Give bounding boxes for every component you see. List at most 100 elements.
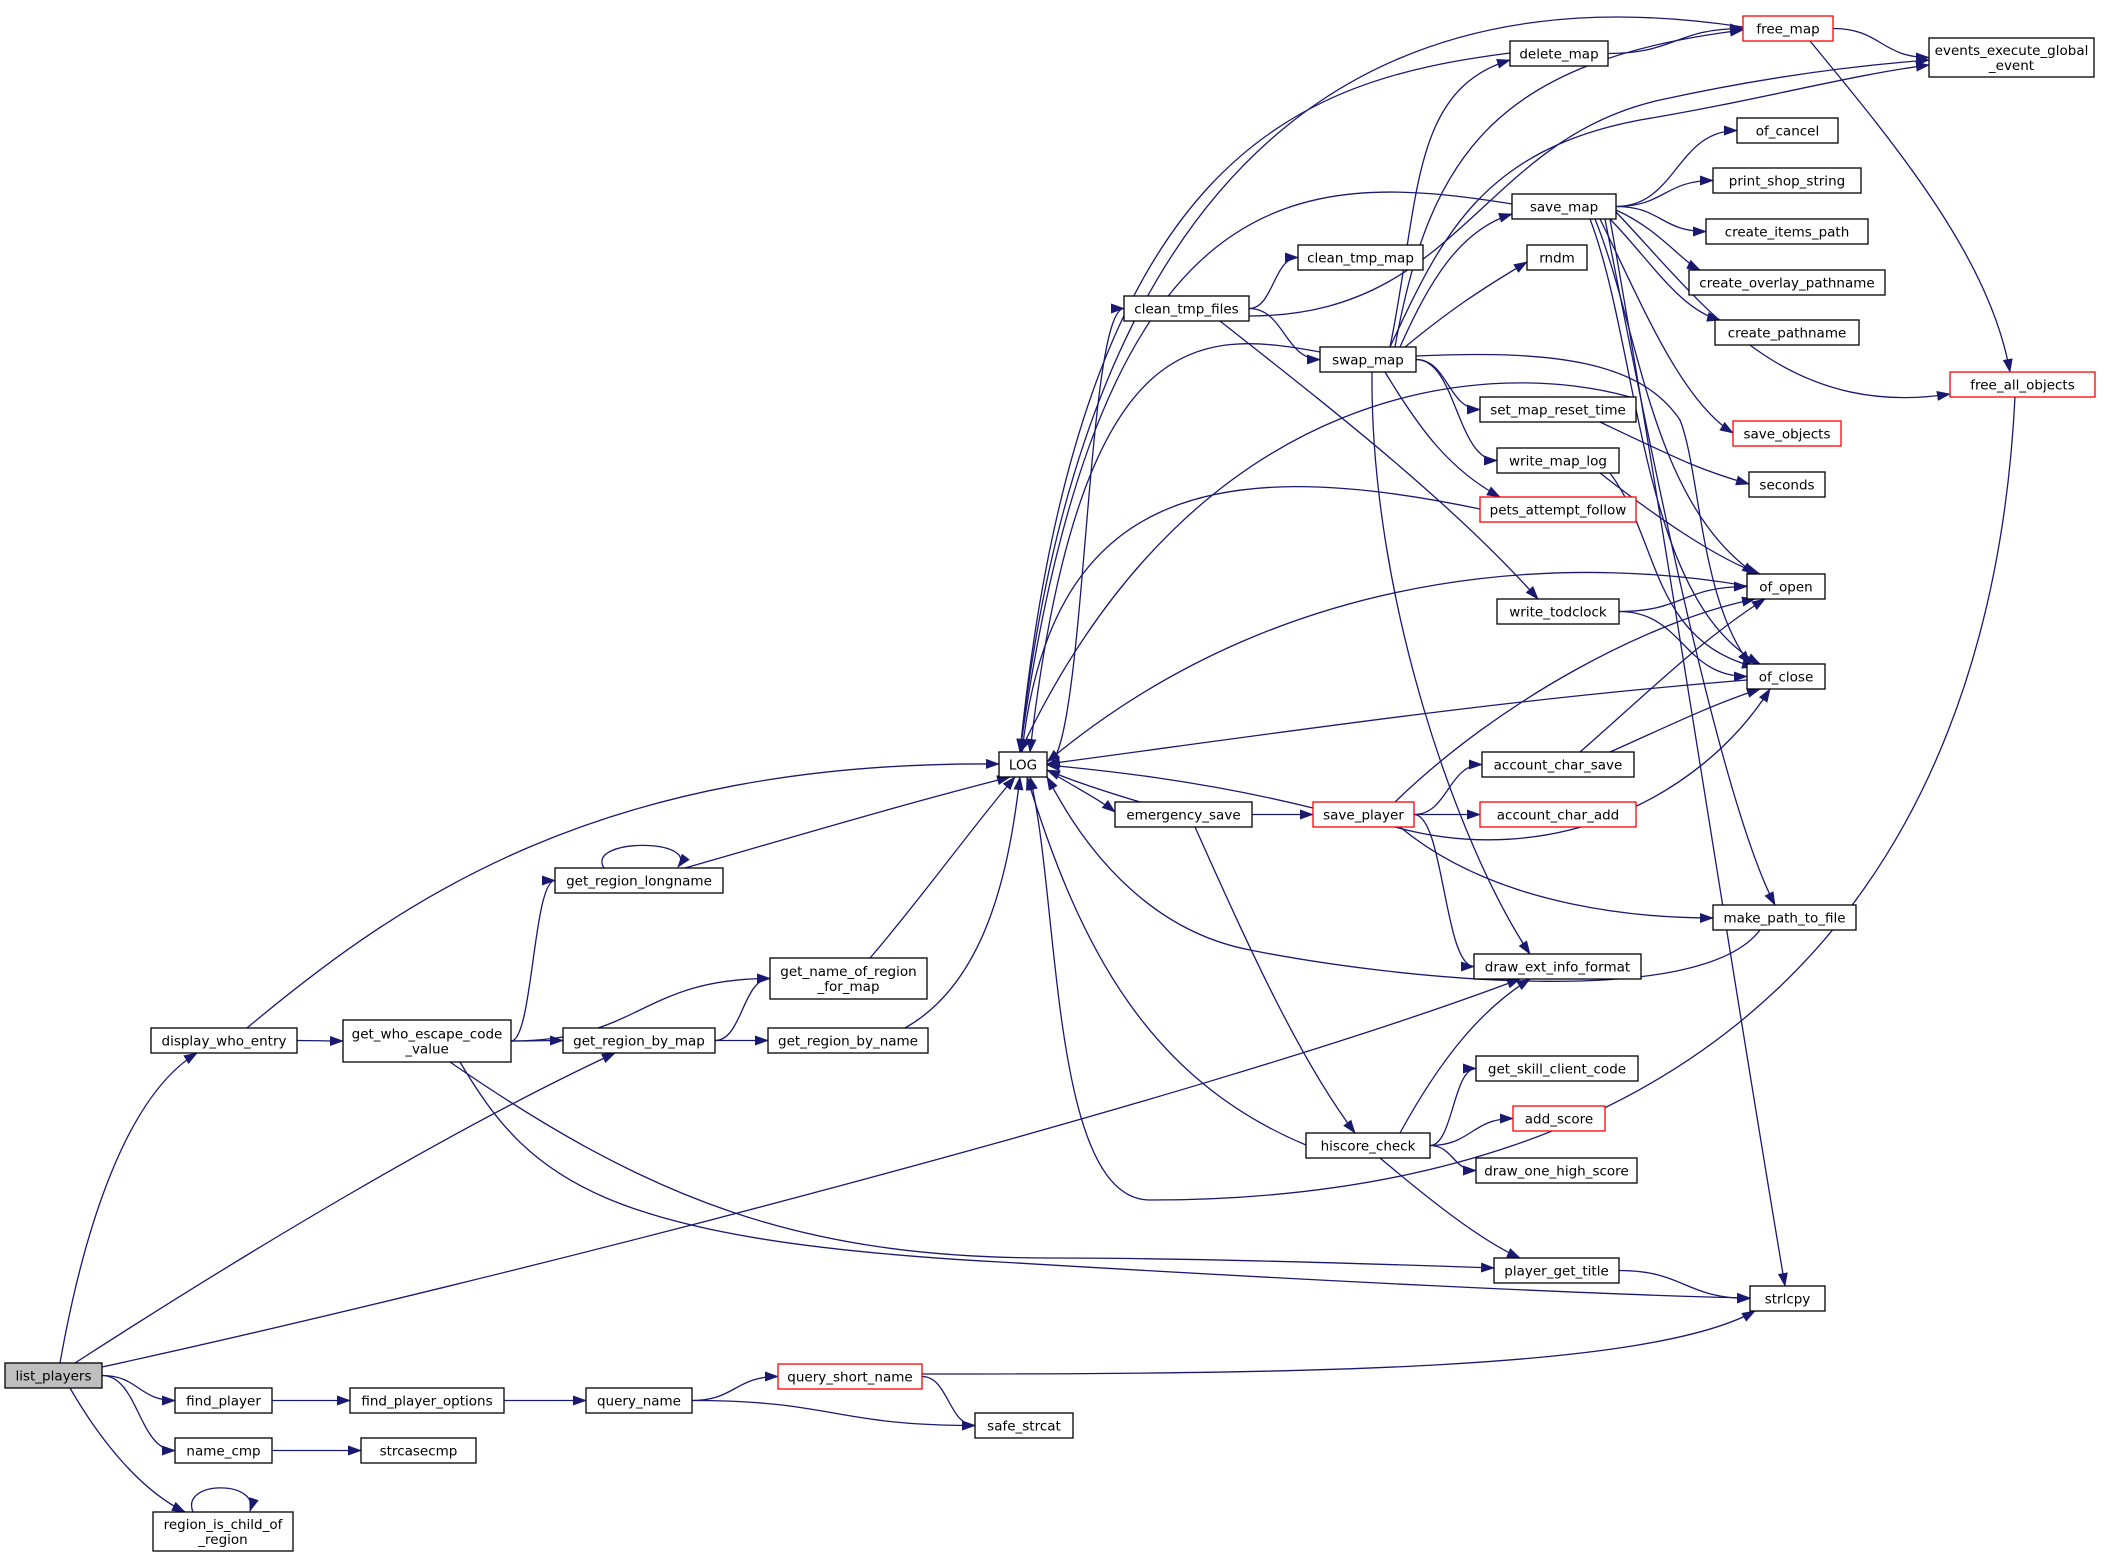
node-safe_strcat[interactable]: safe_strcat <box>974 1412 1074 1439</box>
node-make_path_to_file[interactable]: make_path_to_file <box>1712 904 1857 931</box>
node-write_map_log[interactable]: write_map_log <box>1496 447 1620 474</box>
node-label: region_is_child_of <box>164 1517 284 1533</box>
node-free_map[interactable]: free_map <box>1742 15 1834 42</box>
node-label: set_map_reset_time <box>1490 403 1626 419</box>
edge-save_player-to-of_open <box>1394 596 1756 803</box>
node-box <box>174 1437 273 1464</box>
node-label: create_overlay_pathname <box>1699 276 1874 292</box>
node-label: _for_map <box>816 979 879 995</box>
node-label: query_short_name <box>787 1370 912 1386</box>
node-box <box>360 1437 477 1464</box>
node-account_char_add[interactable]: account_char_add <box>1479 801 1637 828</box>
node-box <box>1475 1055 1639 1082</box>
node-create_overlay_pathname[interactable]: create_overlay_pathname <box>1688 269 1886 296</box>
node-account_char_save[interactable]: account_char_save <box>1481 751 1635 778</box>
node-save_objects[interactable]: save_objects <box>1732 420 1842 447</box>
node-of_close[interactable]: of_close <box>1746 663 1826 690</box>
node-seconds[interactable]: seconds <box>1748 471 1826 498</box>
node-find_player_options[interactable]: find_player_options <box>349 1387 505 1414</box>
node-hiscore_check[interactable]: hiscore_check <box>1305 1132 1431 1159</box>
node-label: get_skill_client_code <box>1488 1062 1626 1078</box>
node-region_is_child_of_region[interactable]: region_is_child_of_region <box>152 1511 294 1552</box>
node-swap_map[interactable]: swap_map <box>1319 346 1417 373</box>
edge-swap_map-to-rndm <box>1404 261 1528 348</box>
edge-list_players-to-draw_ext_info_format <box>101 978 1521 1368</box>
node-free_all_objects[interactable]: free_all_objects <box>1949 371 2096 398</box>
node-name_cmp[interactable]: name_cmp <box>174 1437 273 1464</box>
node-get_region_by_map[interactable]: get_region_by_map <box>562 1027 716 1054</box>
node-display_who_entry[interactable]: display_who_entry <box>150 1027 298 1054</box>
node-list_players[interactable]: list_players <box>4 1362 103 1389</box>
node-box <box>585 1387 693 1414</box>
node-write_todclock[interactable]: write_todclock <box>1496 598 1620 625</box>
node-save_map[interactable]: save_map <box>1511 193 1617 220</box>
edge-of_close-to-LOG <box>1046 679 1748 768</box>
node-create_pathname[interactable]: create_pathname <box>1714 319 1860 346</box>
edge-swap_map-to-write_map_log <box>1415 358 1498 466</box>
node-print_shop_string[interactable]: print_shop_string <box>1712 167 1862 194</box>
node-pets_attempt_follow[interactable]: pets_attempt_follow <box>1479 496 1637 523</box>
node-label: find_player <box>186 1394 261 1410</box>
edge-get_who_escape_code_value-to-strlcpy <box>459 1061 1751 1303</box>
edge-query_short_name-to-safe_strcat <box>921 1375 976 1431</box>
edge-get_region_by_map-to-get_name_of_region_for_map <box>714 973 771 1042</box>
node-get_name_of_region_for_map[interactable]: get_name_of_region_for_map <box>769 957 928 1000</box>
node-label: emergency_save <box>1126 808 1240 824</box>
node-box <box>1714 319 1860 346</box>
node-box <box>1688 269 1886 296</box>
node-rndm[interactable]: rndm <box>1526 244 1588 271</box>
edge-save_player-to-LOG <box>1046 761 1314 809</box>
node-player_get_title[interactable]: player_get_title <box>1493 1257 1620 1284</box>
node-box <box>1746 663 1826 690</box>
node-label: of_cancel <box>1756 124 1820 140</box>
node-save_player[interactable]: save_player <box>1312 801 1415 828</box>
edge-hiscore_check-to-get_skill_client_code <box>1429 1063 1477 1147</box>
node-box <box>1712 904 1857 931</box>
edge-free_map-to-free_all_objects <box>1809 40 2013 373</box>
edge-pets_attempt_follow-to-LOG <box>1018 486 1481 753</box>
node-emergency_save[interactable]: emergency_save <box>1114 801 1253 828</box>
edge-save_player-to-draw_ext_info_format <box>1413 813 1475 972</box>
edge-free_all_objects-to-LOG <box>1028 396 2016 1201</box>
node-label: delete_map <box>1519 47 1598 63</box>
node-clean_tmp_files[interactable]: clean_tmp_files <box>1123 295 1250 322</box>
node-get_who_escape_code_value[interactable]: get_who_escape_code_value <box>342 1019 512 1063</box>
node-set_map_reset_time[interactable]: set_map_reset_time <box>1479 396 1637 423</box>
node-strcasecmp[interactable]: strcasecmp <box>360 1437 477 1464</box>
node-LOG[interactable]: LOG <box>998 751 1048 778</box>
edge-save_player-to-make_path_to_file <box>1399 826 1714 923</box>
node-draw_ext_info_format[interactable]: draw_ext_info_format <box>1473 953 1642 980</box>
node-query_name[interactable]: query_name <box>585 1387 693 1414</box>
node-add_score[interactable]: add_score <box>1512 1105 1606 1132</box>
node-get_skill_client_code[interactable]: get_skill_client_code <box>1475 1055 1639 1082</box>
node-box <box>1746 573 1826 600</box>
node-label: name_cmp <box>186 1444 260 1460</box>
node-label: account_char_add <box>1497 808 1620 824</box>
node-query_short_name[interactable]: query_short_name <box>777 1363 923 1390</box>
edge-emergency_save-to-LOG <box>1046 769 1141 803</box>
node-get_region_by_name[interactable]: get_region_by_name <box>767 1027 929 1054</box>
node-strlcpy[interactable]: strlcpy <box>1749 1285 1826 1312</box>
edge-save_map-to-of_open <box>1594 218 1756 575</box>
node-draw_one_high_score[interactable]: draw_one_high_score <box>1475 1157 1638 1184</box>
node-events_execute_global_event[interactable]: events_execute_global_event <box>1928 37 2095 78</box>
node-box <box>1928 37 2095 78</box>
node-create_items_path[interactable]: create_items_path <box>1705 218 1869 245</box>
edge-list_players-to-name_cmp <box>101 1374 176 1456</box>
node-get_region_longname[interactable]: get_region_longname <box>554 867 724 894</box>
node-clean_tmp_map[interactable]: clean_tmp_map <box>1297 244 1424 271</box>
node-of_open[interactable]: of_open <box>1746 573 1826 600</box>
node-delete_map[interactable]: delete_map <box>1509 40 1609 67</box>
edge-swap_map-to-free_map <box>1394 26 1744 348</box>
node-box <box>1511 193 1617 220</box>
edge-swap_map-to-save_map <box>1399 213 1513 348</box>
node-label: of_close <box>1759 670 1814 686</box>
edge-save_map-to-LOG <box>1016 191 1513 753</box>
edge-swap_map-to-pets_attempt_follow <box>1384 371 1501 498</box>
node-find_player[interactable]: find_player <box>174 1387 273 1414</box>
node-box <box>342 1019 512 1063</box>
edge-get_name_of_region_for_map-to-LOG <box>869 776 1016 959</box>
node-box <box>998 751 1048 778</box>
node-of_cancel[interactable]: of_cancel <box>1736 117 1839 144</box>
